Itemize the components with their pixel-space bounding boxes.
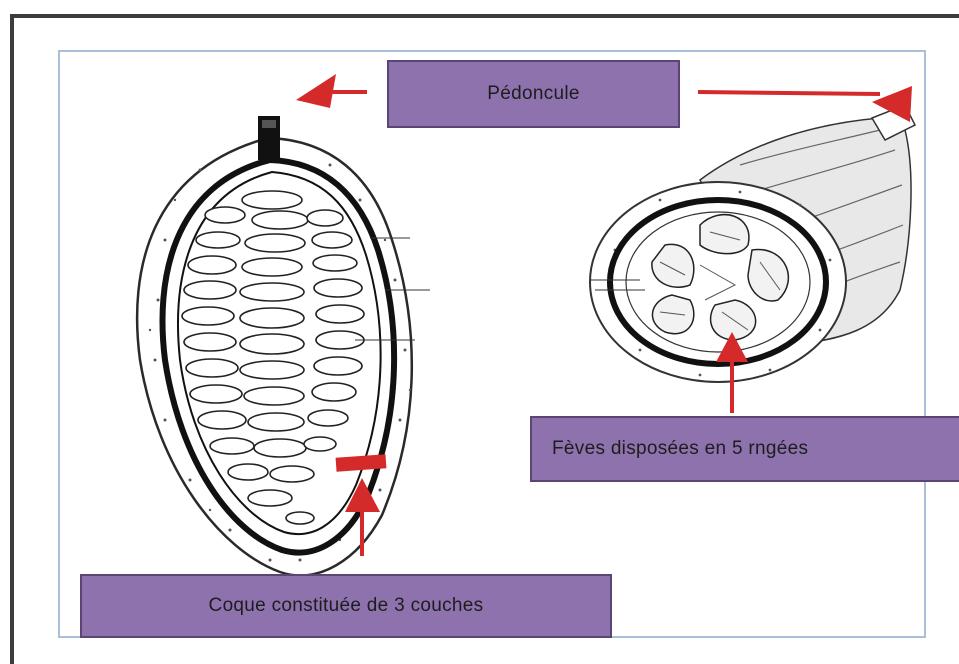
label-pedoncule-text: Pédoncule (487, 83, 580, 105)
pod-cross-section (590, 105, 915, 382)
label-coque: Coque constituée de 3 couches (80, 574, 612, 638)
label-feves-text: Fèves disposées en 5 rngées (552, 438, 808, 460)
label-pedoncule: Pédoncule (387, 60, 680, 128)
pedoncule-arrow-left-head (296, 74, 336, 108)
pod-longitudinal-section (137, 116, 430, 575)
label-coque-text: Coque constituée de 3 couches (209, 595, 484, 617)
pedoncule-arrow-right-shaft (698, 92, 880, 94)
label-feves: Fèves disposées en 5 rngées (530, 416, 959, 482)
